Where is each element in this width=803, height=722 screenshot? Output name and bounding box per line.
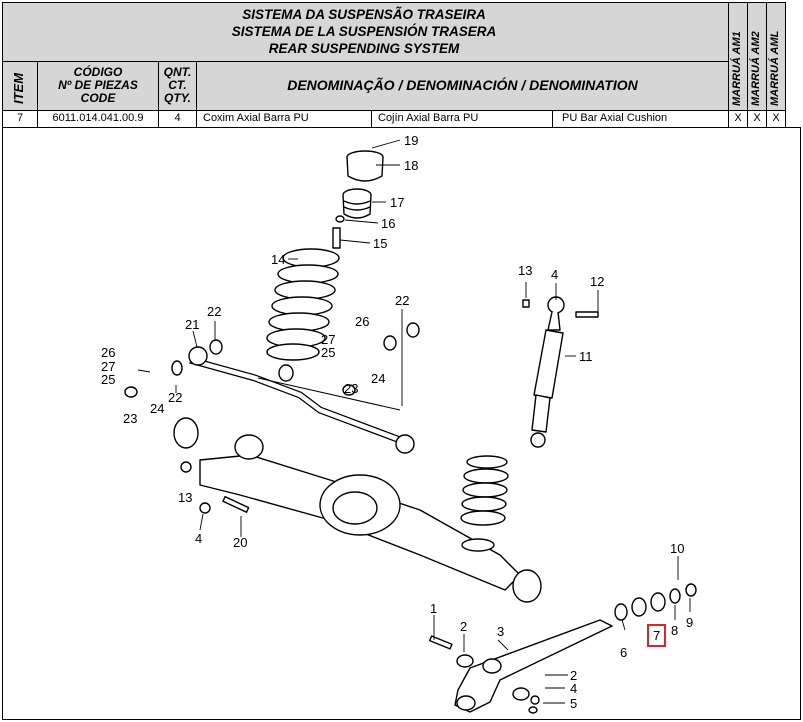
title-band — [2, 2, 729, 62]
callout-22c: 22 — [395, 293, 409, 308]
callout-19: 19 — [404, 133, 418, 148]
title-pt: SISTEMA DA SUSPENSÃO TRASEIRA — [242, 7, 486, 22]
callout-25b: 25 — [321, 345, 335, 360]
callout-13b: 13 — [178, 490, 192, 505]
row-am1: X — [734, 112, 742, 124]
header-qty-cell — [158, 61, 197, 111]
callout-23b: 23 — [344, 381, 358, 396]
diagram-frame — [2, 127, 801, 720]
callout-9: 9 — [686, 615, 693, 630]
row-am2: X — [753, 112, 761, 124]
bolt-20 — [222, 495, 250, 513]
coil-spring — [266, 248, 340, 361]
bushing-2 — [456, 654, 474, 668]
row-code: 6011.014.041.00.9 — [52, 112, 144, 124]
washer-8 — [669, 588, 681, 604]
callout-16: 16 — [381, 216, 395, 231]
callout-2a: 2 — [460, 619, 467, 634]
row-name-en: PU Bar Axial Cushion — [562, 112, 668, 124]
callout-26b: 26 — [355, 314, 369, 329]
row-name-pt: Coxim Axial Barra PU — [203, 112, 309, 124]
callout-1: 1 — [430, 601, 437, 616]
callout-5: 5 — [570, 696, 577, 711]
callout-4a: 4 — [551, 267, 558, 282]
callout-labels: 19 18 17 16 15 14 13 4 12 11 22 21 26 27… — [101, 133, 693, 711]
row-aml: X — [772, 112, 780, 124]
highlight-box-item-7 — [647, 624, 666, 647]
callout-7: 7 — [653, 628, 660, 643]
callout-20: 20 — [233, 535, 247, 550]
title-en: REAR SUSPENDING SYSTEM — [268, 41, 460, 56]
trailing-arm — [454, 619, 613, 713]
nut-9 — [685, 583, 697, 597]
leader-lines — [137, 139, 691, 704]
row-item: 7 — [16, 112, 24, 124]
callout-13a: 13 — [518, 263, 532, 278]
callout-17: 17 — [390, 195, 404, 210]
callout-22b: 22 — [168, 390, 182, 405]
spring-upper-mount-body — [346, 156, 384, 182]
callout-26a: 26 — [101, 345, 115, 360]
callout-24a: 24 — [150, 401, 164, 416]
callout-11: 11 — [579, 349, 593, 364]
row-qty: 4 — [174, 112, 181, 124]
bolt-1 — [428, 635, 453, 650]
shock-absorber — [530, 296, 565, 448]
callout-4c: 4 — [570, 681, 577, 696]
callout-25a: 25 — [101, 372, 115, 387]
lower-coil-spring — [460, 455, 509, 552]
callout-22a: 22 — [207, 304, 221, 319]
header-qty: QNT.CT.QTY. — [163, 65, 192, 105]
callout-27b: 27 — [321, 332, 335, 347]
cushion-7b — [650, 592, 666, 612]
callout-15: 15 — [373, 236, 387, 251]
washer-6 — [614, 603, 628, 621]
callout-10: 10 — [670, 541, 684, 556]
callout-3: 3 — [497, 624, 504, 639]
callout-18: 18 — [404, 158, 418, 173]
callout-4b: 4 — [195, 531, 202, 546]
callout-2b: 2 — [570, 668, 577, 683]
callout-23a: 23 — [123, 411, 137, 426]
callout-12: 12 — [590, 274, 604, 289]
title-es: SISTEMA DE LA SUSPENSIÓN TRASERA — [231, 24, 497, 39]
header-denomination: DENOMINAÇÃO / DENOMINACIÓN / DENOMINATIO… — [287, 77, 638, 93]
callout-6: 6 — [620, 645, 627, 660]
callout-21: 21 — [185, 317, 199, 332]
row-name-es: Cojín Axial Barra PU — [378, 112, 479, 124]
callout-27a: 27 — [101, 359, 115, 374]
header-denomination-cell — [196, 61, 729, 111]
callout-8: 8 — [671, 623, 678, 638]
cushion-7a — [631, 597, 647, 617]
axle-housing — [173, 417, 542, 603]
callout-14: 14 — [271, 252, 285, 267]
spring-bolt — [332, 227, 341, 249]
callout-24b: 24 — [371, 371, 385, 386]
